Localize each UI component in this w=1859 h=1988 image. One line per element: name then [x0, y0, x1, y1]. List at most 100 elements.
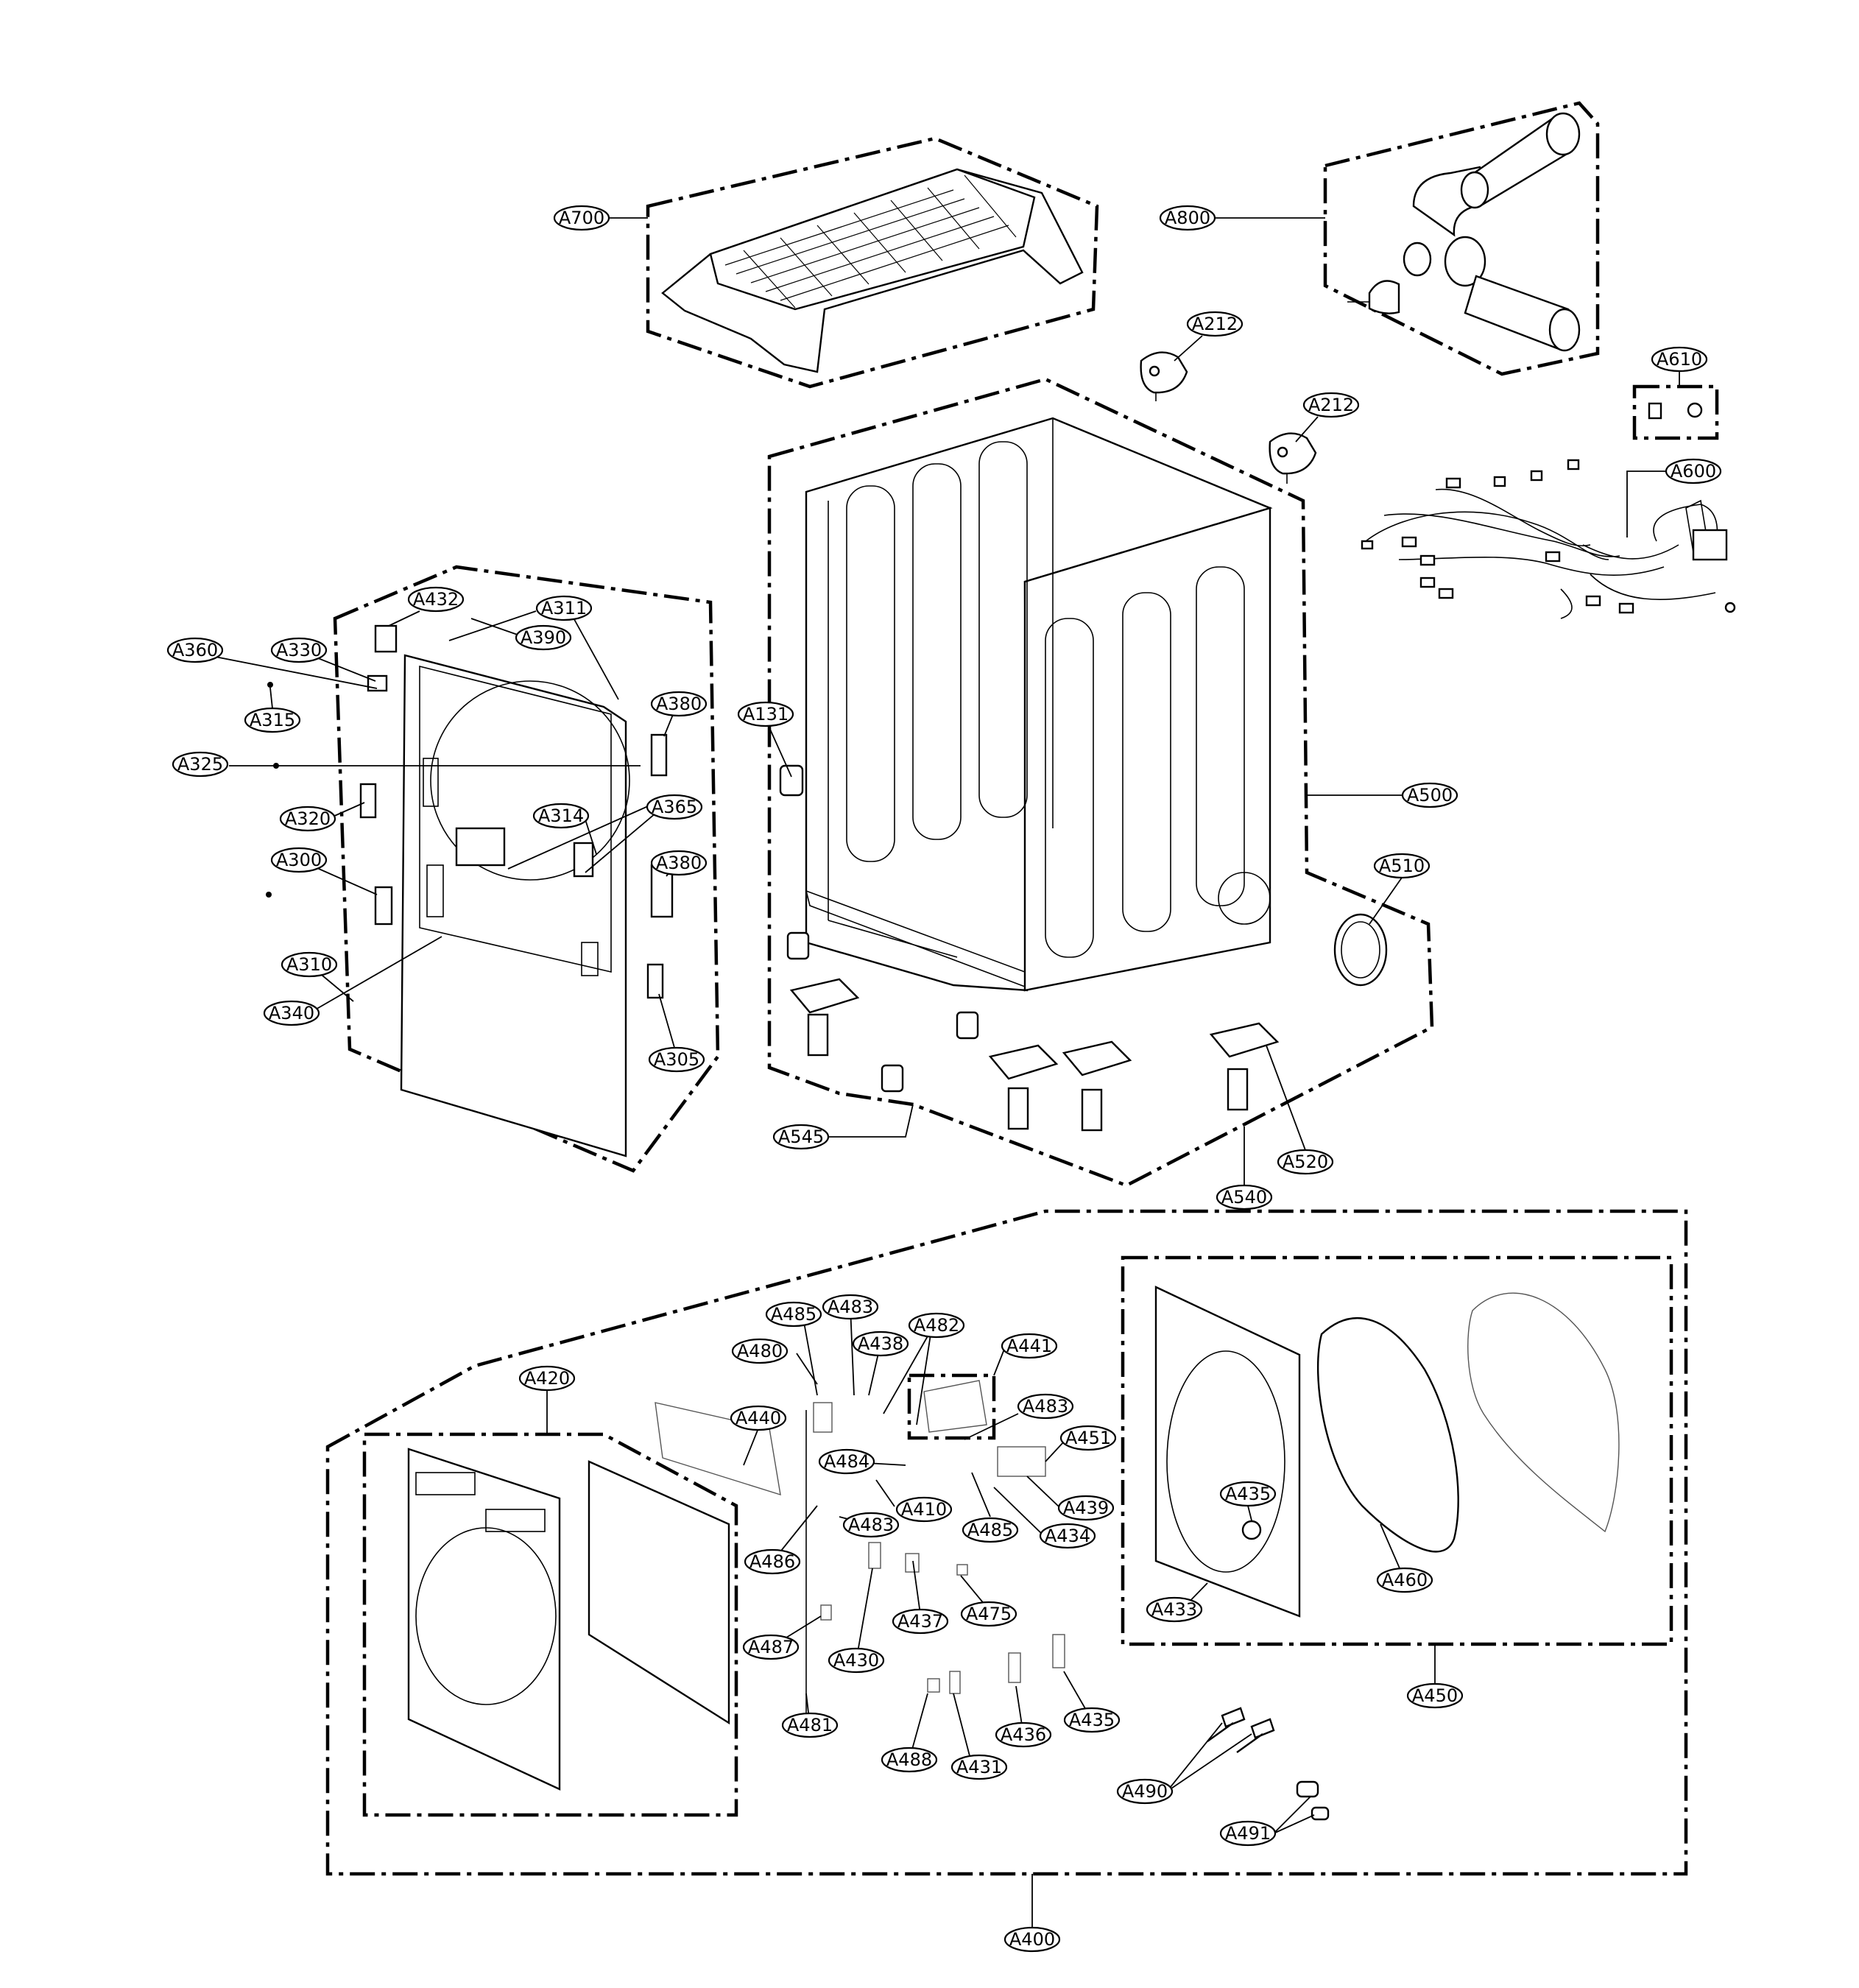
svg-text:A131: A131	[743, 704, 789, 725]
callout-a435-upper: A435	[1219, 1481, 1277, 1507]
svg-text:A430: A430	[833, 1650, 879, 1671]
svg-text:A800: A800	[1165, 208, 1210, 228]
svg-text:A390: A390	[521, 627, 566, 648]
callout-a431: A431	[950, 1754, 1008, 1780]
svg-text:A212: A212	[1308, 395, 1354, 415]
svg-text:A400: A400	[1009, 1929, 1055, 1950]
thermostat-part-1	[1140, 351, 1188, 401]
callout-a488: A488	[881, 1746, 938, 1773]
callout-a483-lower: A483	[842, 1512, 900, 1538]
callout-a440: A440	[730, 1405, 787, 1431]
callout-a212-lower: A212	[1302, 392, 1360, 418]
callout-a450: A450	[1406, 1682, 1464, 1709]
leader-lines	[200, 217, 1680, 1928]
svg-text:A610: A610	[1657, 349, 1702, 370]
svg-text:A490: A490	[1122, 1781, 1168, 1802]
svg-text:A437: A437	[897, 1611, 943, 1632]
svg-text:A325: A325	[177, 754, 223, 775]
boundary-a610	[1632, 384, 1719, 440]
svg-text:A450: A450	[1412, 1685, 1458, 1706]
front-panel-part	[266, 624, 674, 1157]
callout-a439: A439	[1057, 1495, 1115, 1521]
callout-a212-upper: A212	[1186, 311, 1244, 337]
callout-a520: A520	[1277, 1149, 1334, 1175]
callout-a380-upper: A380	[650, 691, 708, 717]
svg-text:A420: A420	[524, 1368, 570, 1389]
callout-a340: A340	[263, 1000, 320, 1026]
callout-a435-lower: A435	[1063, 1707, 1121, 1733]
callout-a540: A540	[1216, 1184, 1273, 1210]
callout-a430: A430	[828, 1647, 885, 1674]
callout-a325: A325	[172, 751, 229, 778]
group-boundaries	[325, 101, 1719, 1876]
svg-text:A433: A433	[1151, 1599, 1197, 1620]
callout-a305: A305	[648, 1046, 705, 1073]
callout-a433: A433	[1146, 1596, 1203, 1623]
callout-a300: A300	[270, 847, 328, 873]
callout-a432: A432	[407, 586, 465, 613]
callout-a320: A320	[279, 806, 336, 832]
callout-a436: A436	[995, 1721, 1052, 1748]
svg-text:A483: A483	[848, 1515, 894, 1535]
callout-a438: A438	[852, 1330, 909, 1357]
callout-a600: A600	[1665, 458, 1722, 484]
clip-part	[1648, 402, 1703, 420]
svg-text:A315: A315	[250, 710, 295, 730]
callout-a420: A420	[518, 1365, 576, 1392]
svg-text:A380: A380	[656, 694, 702, 714]
callout-a483-middle: A483	[1017, 1393, 1074, 1420]
callout-a485-upper: A485	[765, 1301, 822, 1328]
callout-a487: A487	[742, 1634, 800, 1660]
callout-a484: A484	[818, 1448, 875, 1475]
callout-a545: A545	[772, 1124, 830, 1150]
thermostat-part-2	[1269, 432, 1317, 484]
duct-kit-part	[1347, 112, 1581, 352]
svg-text:A520: A520	[1283, 1152, 1328, 1172]
callout-a437: A437	[892, 1608, 949, 1635]
svg-text:A475: A475	[966, 1604, 1012, 1624]
boundary-a700	[646, 136, 1099, 389]
feet-parts	[786, 931, 1280, 1132]
svg-text:A434: A434	[1045, 1526, 1090, 1546]
svg-text:A439: A439	[1063, 1498, 1109, 1518]
svg-text:A460: A460	[1382, 1570, 1428, 1590]
callout-a451: A451	[1059, 1425, 1117, 1451]
boundary-a800	[1323, 101, 1600, 376]
callout-a483-upper: A483	[822, 1294, 879, 1320]
callout-a400: A400	[1003, 1926, 1061, 1953]
svg-text:A380: A380	[656, 853, 702, 873]
callout-a481: A481	[781, 1712, 839, 1738]
callout-a475: A475	[960, 1601, 1017, 1627]
svg-text:A482: A482	[914, 1315, 959, 1336]
callout-a485-lower: A485	[962, 1517, 1019, 1543]
svg-text:A483: A483	[828, 1297, 873, 1317]
inner-door-parts	[1154, 1286, 1620, 1618]
svg-text:A484: A484	[824, 1451, 869, 1472]
callout-a360: A360	[166, 637, 224, 663]
callout-a434: A434	[1039, 1523, 1096, 1549]
boundary-a441	[907, 1373, 996, 1440]
boundary-a400	[325, 1209, 1688, 1876]
callout-a311: A311	[535, 595, 593, 621]
svg-text:A340: A340	[269, 1003, 314, 1023]
svg-text:A487: A487	[748, 1637, 794, 1657]
svg-text:A432: A432	[413, 589, 459, 610]
svg-text:A436: A436	[1001, 1724, 1046, 1745]
callout-labels: A700 A800 A212 A212 A610 A600 A131 A500 …	[166, 205, 1722, 1953]
svg-text:A486: A486	[749, 1551, 795, 1572]
svg-text:A441: A441	[1006, 1336, 1052, 1356]
boundary-front-panel	[333, 565, 720, 1173]
svg-text:A431: A431	[956, 1757, 1002, 1777]
svg-text:A410: A410	[901, 1499, 947, 1520]
callout-a491: A491	[1219, 1820, 1277, 1847]
svg-text:A438: A438	[858, 1333, 903, 1354]
svg-text:A700: A700	[559, 208, 604, 228]
svg-text:A500: A500	[1407, 785, 1453, 806]
svg-text:A365: A365	[652, 797, 697, 817]
wire-harness-part	[1361, 459, 1736, 619]
svg-text:A212: A212	[1192, 314, 1238, 334]
small-parts	[805, 1402, 1330, 1821]
svg-text:A483: A483	[1023, 1396, 1068, 1417]
callout-a800: A800	[1159, 205, 1216, 231]
